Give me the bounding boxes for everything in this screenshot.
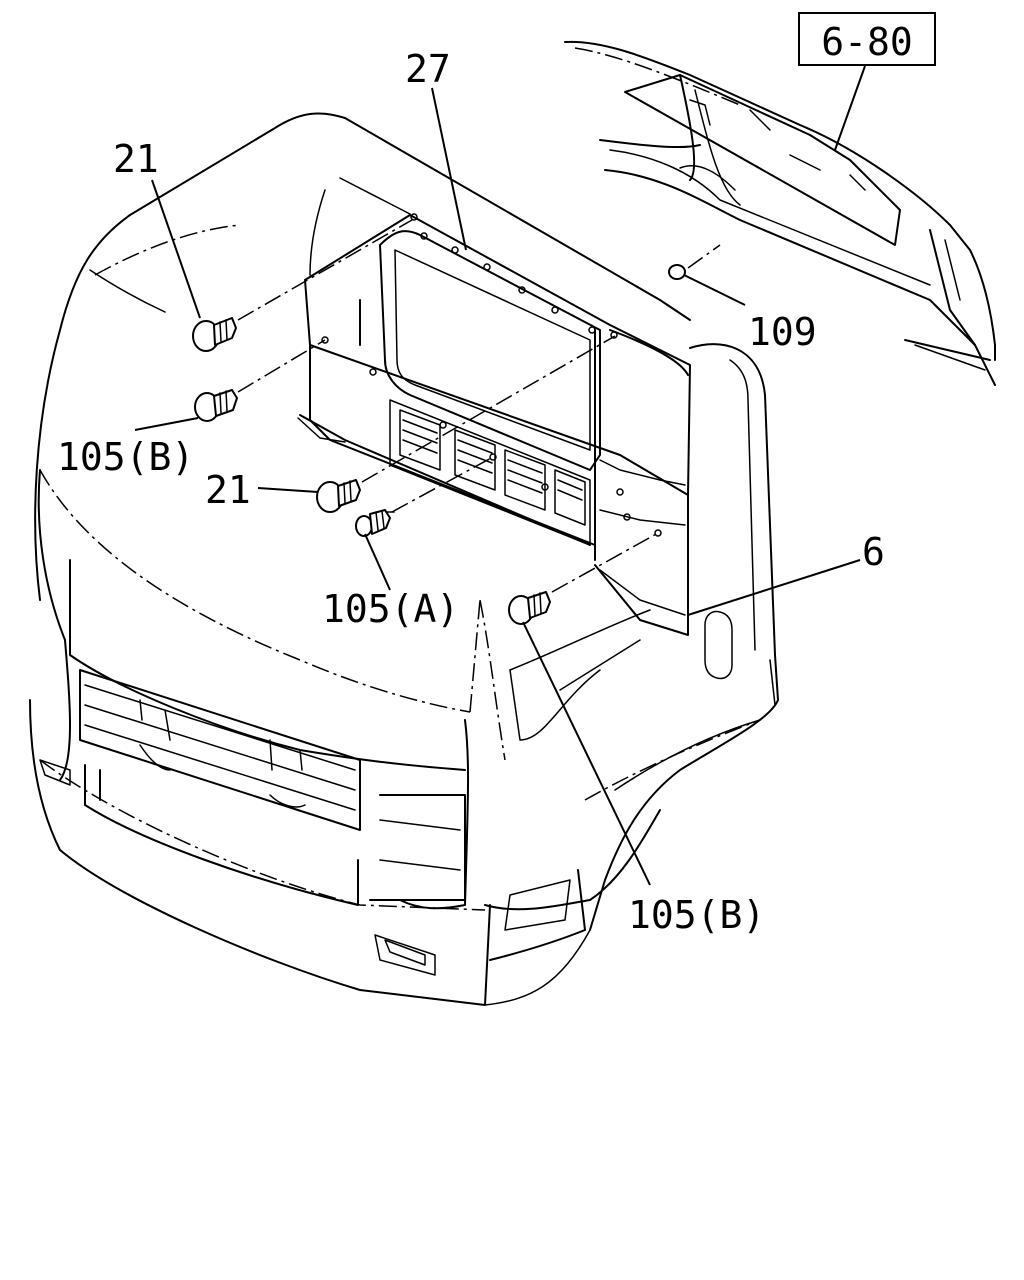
fastener-clip-105b-left	[194, 389, 238, 422]
fastener-clip-21-top	[192, 317, 237, 352]
callout-27: 27	[405, 47, 451, 91]
leader-105b-left	[134, 417, 199, 431]
callout-21-top: 21	[113, 137, 159, 181]
inner-panel	[297, 213, 691, 636]
leader-27	[431, 87, 467, 251]
callout-105a: 105(A)	[322, 587, 459, 631]
callout-21-mid: 21	[205, 468, 251, 512]
callout-105b-bottom: 105(B)	[628, 893, 765, 937]
plug-109	[668, 264, 686, 280]
leader-21-top	[151, 179, 201, 319]
leader-6	[687, 559, 861, 616]
leader-6-80	[834, 65, 866, 151]
fastener-screw-105a	[355, 509, 395, 537]
leader-105b-bottom	[522, 621, 651, 886]
callout-109: 109	[748, 310, 817, 354]
cab-body	[29, 112, 779, 1006]
assembly-lines	[237, 219, 721, 593]
leader-109	[683, 274, 746, 306]
callout-105b-left: 105(B)	[57, 435, 194, 479]
panel-holes	[321, 213, 662, 537]
reference-box-label: 6-80	[821, 20, 913, 64]
reference-box: 6-80	[798, 12, 936, 66]
leader-lines	[134, 65, 866, 886]
leader-21-mid	[257, 487, 319, 493]
callout-6: 6	[862, 530, 885, 574]
fastener-clip-105b-bottom	[508, 591, 551, 625]
fastener-clip-21-mid	[316, 479, 361, 513]
rear-wall	[564, 40, 996, 386]
leader-105a	[364, 533, 391, 591]
